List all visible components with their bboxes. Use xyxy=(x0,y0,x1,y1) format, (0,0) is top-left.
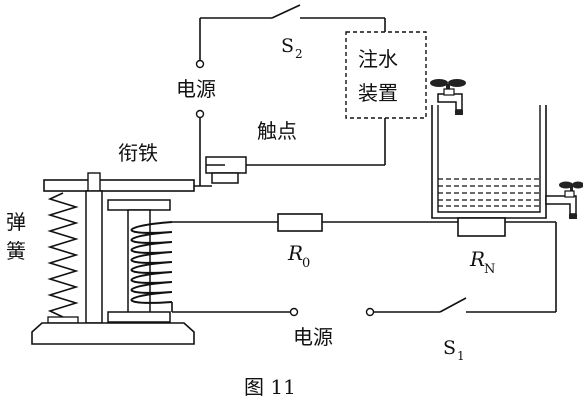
resistor-r0 xyxy=(277,213,323,232)
relay-base xyxy=(31,322,195,345)
contact-block xyxy=(205,156,247,184)
switch-s1-subscript: 1 xyxy=(457,349,465,363)
water-injection-device xyxy=(345,31,427,119)
bottom-power-label: 电源 xyxy=(293,325,333,349)
resistor-rn xyxy=(457,217,506,237)
water-tank xyxy=(431,105,547,219)
resistor-r0-subscript: 0 xyxy=(302,256,310,271)
top-power-label: 电源 xyxy=(176,77,216,101)
switch-s2 xyxy=(271,4,301,19)
resistor-r0-label: R xyxy=(287,241,303,265)
device-label-line2: 装置 xyxy=(358,81,398,105)
device-label-line1: 注水 xyxy=(358,47,398,71)
bottom-power-source xyxy=(289,307,375,317)
outlet-faucet-icon xyxy=(545,181,583,219)
spring-label-line1: 弹 xyxy=(6,210,26,234)
bottom-circuit-wires xyxy=(171,221,557,313)
top-circuit-wires xyxy=(199,17,386,186)
armature-label: 衔铁 xyxy=(118,141,158,165)
switch-s2-subscript: 2 xyxy=(295,47,303,61)
spring-post xyxy=(85,190,103,324)
spring xyxy=(47,192,79,324)
inlet-faucet-icon xyxy=(430,79,466,115)
water-level-lines xyxy=(438,178,540,207)
figure-caption: 图 11 xyxy=(244,375,296,399)
top-power-source xyxy=(195,59,205,119)
resistor-rn-label: R xyxy=(469,247,485,271)
electromagnet xyxy=(107,199,173,323)
contact-label: 触点 xyxy=(257,119,297,143)
switch-s2-label: S xyxy=(281,35,294,57)
spring-label-line2: 簧 xyxy=(6,239,26,263)
switch-s1-label: S xyxy=(443,337,456,359)
switch-s1 xyxy=(439,297,467,313)
resistor-rn-subscript: N xyxy=(484,262,495,277)
armature-bar xyxy=(43,172,212,192)
